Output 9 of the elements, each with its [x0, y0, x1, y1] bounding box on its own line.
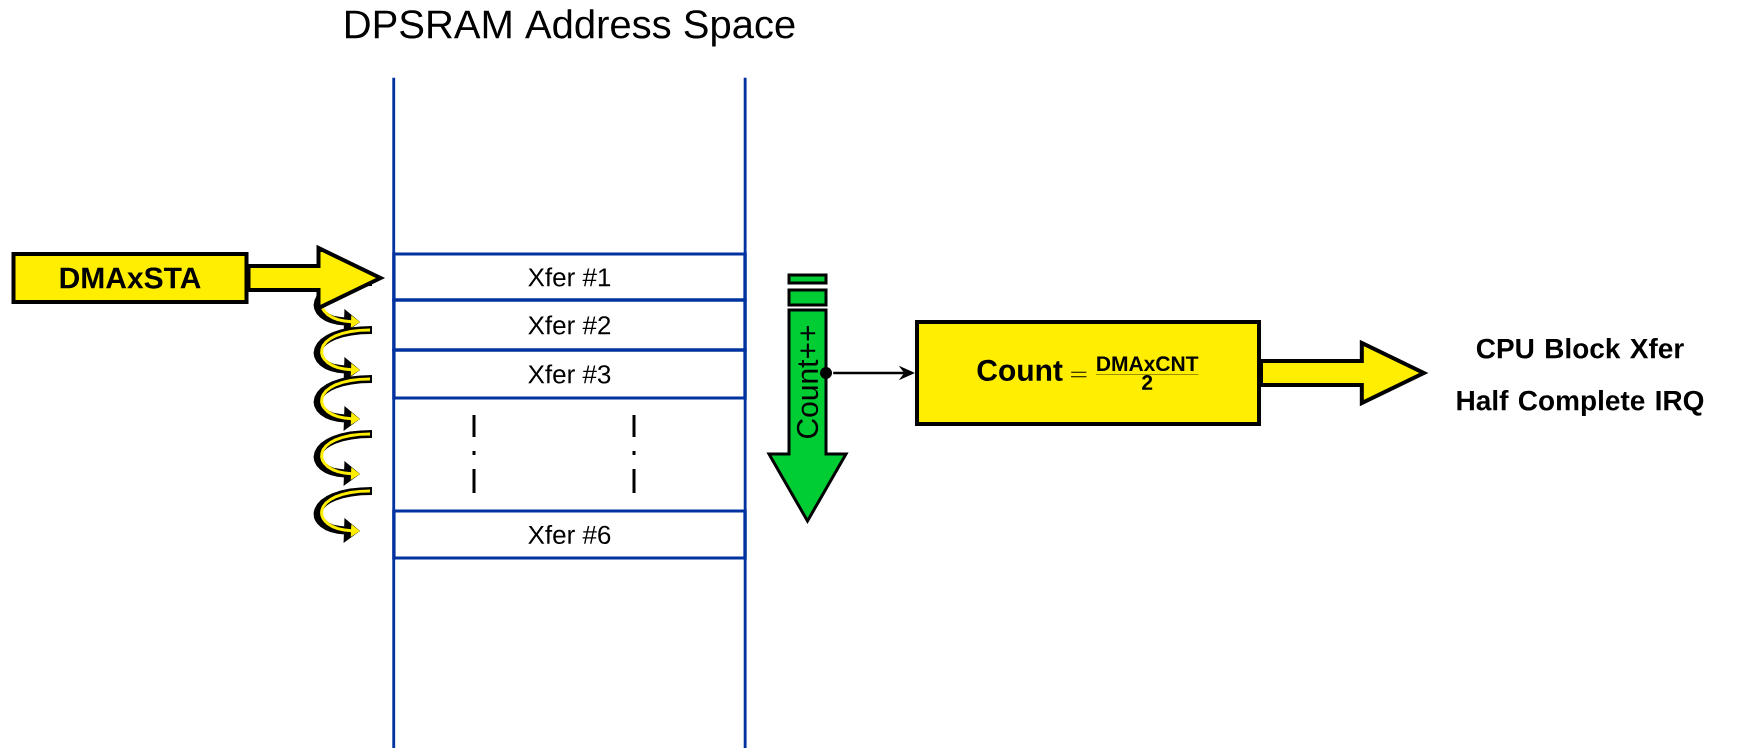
memory-cell: Xfer #2 — [392, 298, 747, 352]
block-arrow — [1259, 339, 1429, 407]
memory-cell: Xfer #6 — [392, 509, 747, 560]
output-label: CPU Block Xfer Half Complete IRQ — [1457, 337, 1704, 417]
register-box: DMAxSTA — [11, 252, 249, 304]
memory-cell: Xfer #1 — [392, 252, 747, 302]
count-box: $\mathbf{Count} = \frac{\mathbf{DMAxCNT}}{\mathbf{2}}$ — [915, 320, 1261, 426]
memory-cell: Xfer #3 — [392, 348, 747, 400]
block-arrow — [246, 244, 386, 312]
